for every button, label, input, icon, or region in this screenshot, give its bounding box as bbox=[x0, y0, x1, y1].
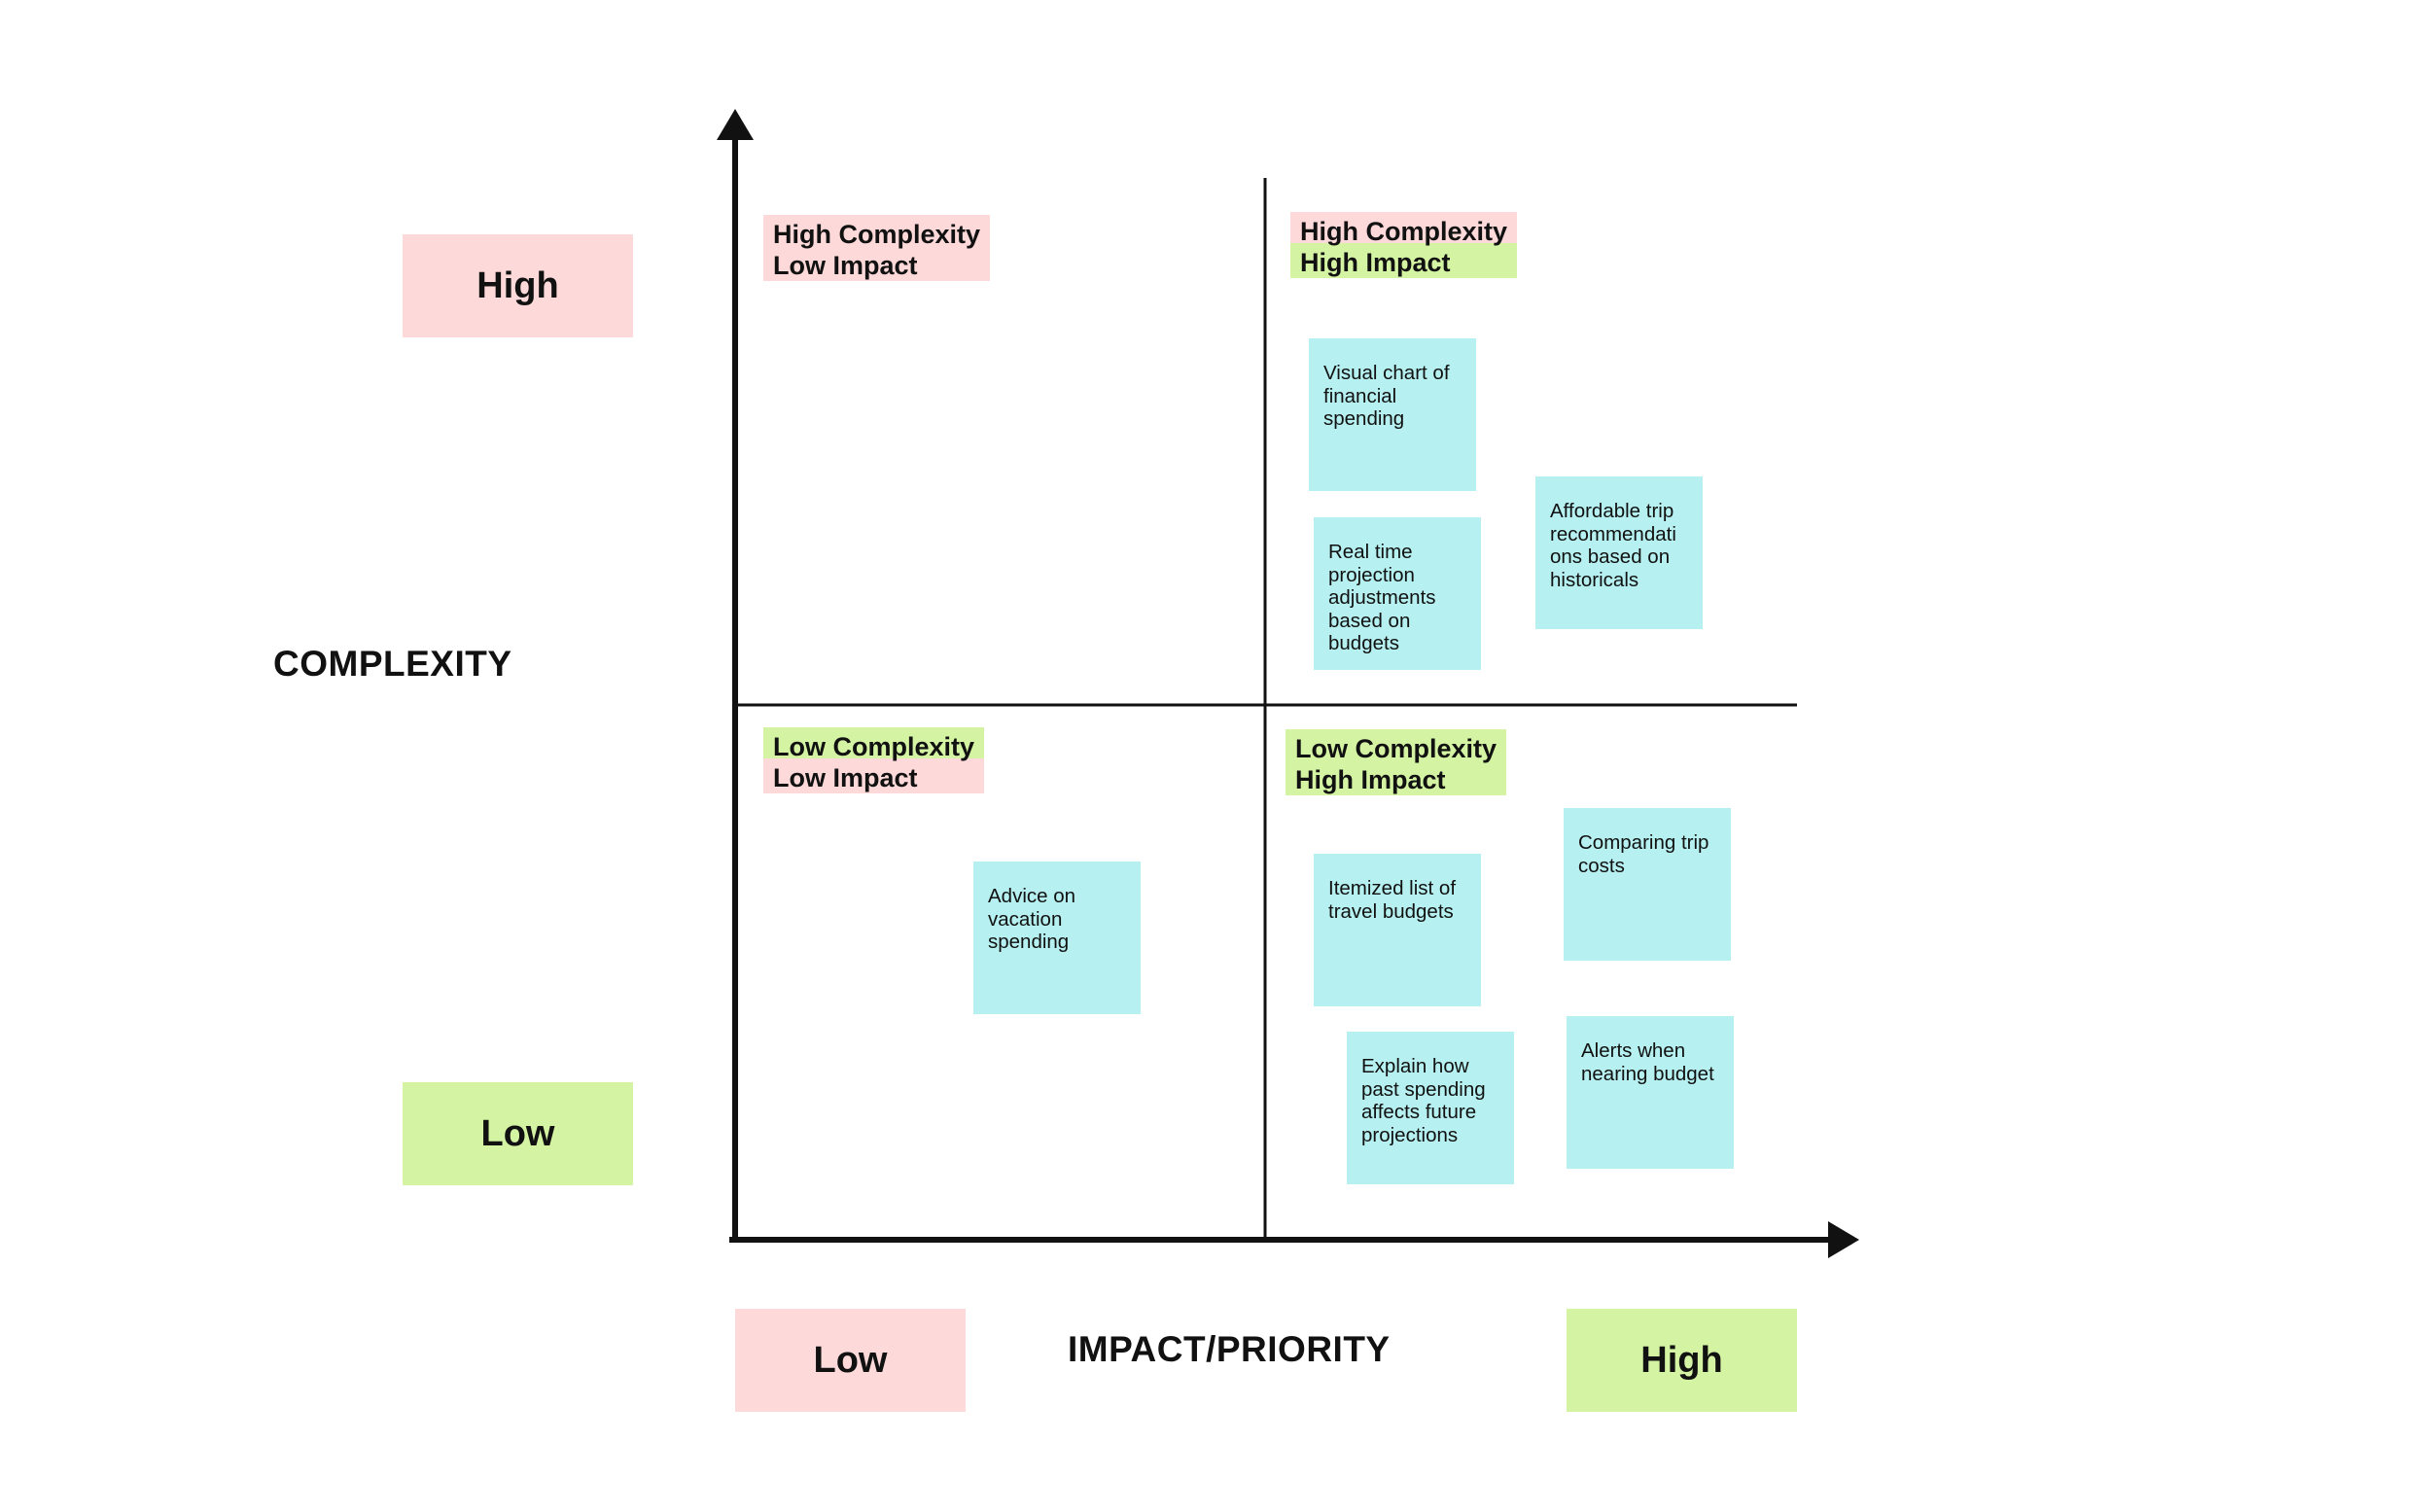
x-high-label: High bbox=[1567, 1309, 1797, 1412]
quadrant-label-top-left: High Complexity Low Impact bbox=[763, 215, 991, 281]
sticky-note-affordable-trip[interactable]: Affordable trip recommendati ons based o… bbox=[1535, 476, 1703, 629]
quadrant-label-line: Low Impact bbox=[763, 758, 985, 793]
quadrant-label-line: High Impact bbox=[1290, 243, 1518, 278]
sticky-note-explain-spending[interactable]: Explain how past spending affects future… bbox=[1347, 1032, 1514, 1184]
x-low-label: Low bbox=[735, 1309, 966, 1412]
y-axis-title: COMPLEXITY bbox=[273, 644, 512, 684]
quadrant-label-line: High Complexity bbox=[763, 215, 991, 249]
sticky-note-real-time-projection[interactable]: Real time projection adjustments based o… bbox=[1314, 517, 1481, 670]
quadrant-label-bottom-left: Low Complexity Low Impact bbox=[763, 727, 985, 793]
y-low-label: Low bbox=[403, 1082, 633, 1185]
y-high-text: High bbox=[476, 264, 559, 306]
quadrant-label-bottom-right: Low Complexity High Impact bbox=[1286, 729, 1507, 795]
sticky-note-visual-chart[interactable]: Visual chart of financial spending bbox=[1309, 338, 1476, 491]
y-high-label: High bbox=[403, 234, 633, 337]
quadrant-label-top-right: High Complexity High Impact bbox=[1290, 212, 1518, 278]
sticky-note-advice-vacation[interactable]: Advice on vacation spending bbox=[973, 861, 1141, 1014]
y-low-text: Low bbox=[480, 1112, 555, 1154]
x-axis-arrow bbox=[1828, 1221, 1859, 1258]
sticky-note-itemized-list[interactable]: Itemized list of travel budgets bbox=[1314, 854, 1481, 1006]
quadrant-label-line: High Complexity bbox=[1290, 212, 1518, 246]
x-low-text: Low bbox=[813, 1339, 888, 1381]
x-high-text: High bbox=[1640, 1339, 1723, 1381]
quadrant-label-line: Low Complexity bbox=[1286, 729, 1507, 763]
quadrant-label-line: Low Complexity bbox=[763, 727, 985, 761]
quadrant-label-line: Low Impact bbox=[763, 246, 991, 281]
x-axis-title: IMPACT/PRIORITY bbox=[1068, 1329, 1391, 1369]
quadrant-label-line: High Impact bbox=[1286, 760, 1507, 795]
sticky-note-comparing-costs[interactable]: Comparing trip costs bbox=[1564, 808, 1731, 961]
y-axis-arrow bbox=[717, 109, 754, 140]
sticky-note-alerts-budget[interactable]: Alerts when nearing budget bbox=[1567, 1016, 1734, 1169]
